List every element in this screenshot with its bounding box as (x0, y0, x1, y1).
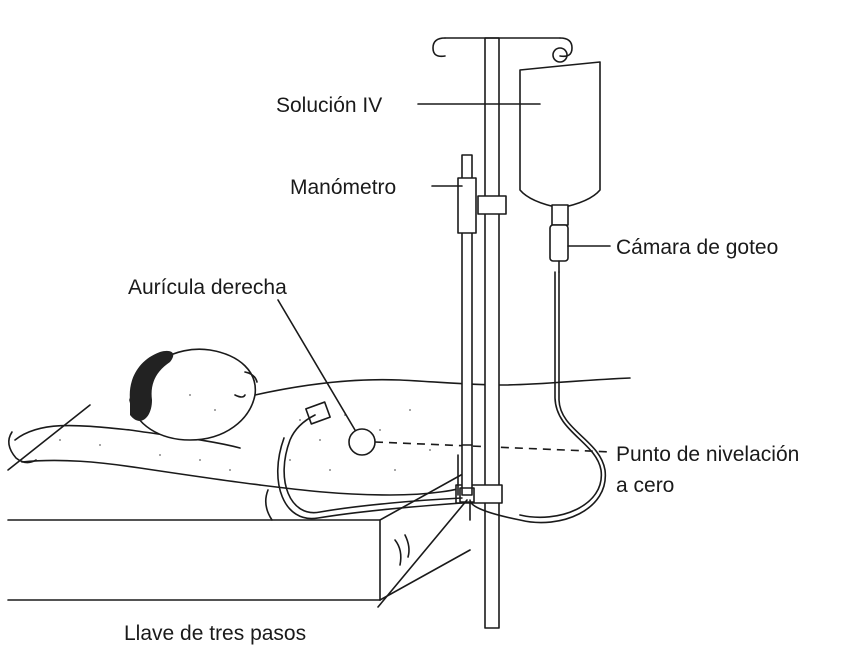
label-zero-level-1: Punto de nivelación (616, 443, 799, 466)
leader-stopcock (378, 500, 467, 607)
label-manometer: Manómetro (290, 176, 396, 199)
manometer-column-icon (458, 155, 476, 495)
label-zero-level-2: a cero (616, 474, 674, 497)
label-three-way-stopcock: Llave de tres pasos (124, 622, 306, 645)
label-iv-solution: Solución IV (276, 94, 382, 117)
right-atrium-marker (349, 429, 375, 455)
patient-line-tubing (284, 415, 462, 513)
label-drip-chamber: Cámara de goteo (616, 236, 778, 259)
iv-bag-icon (520, 48, 600, 225)
patient-lying-icon (9, 349, 630, 520)
label-right-atrium: Aurícula derecha (128, 276, 287, 299)
drip-chamber-icon (550, 225, 568, 272)
